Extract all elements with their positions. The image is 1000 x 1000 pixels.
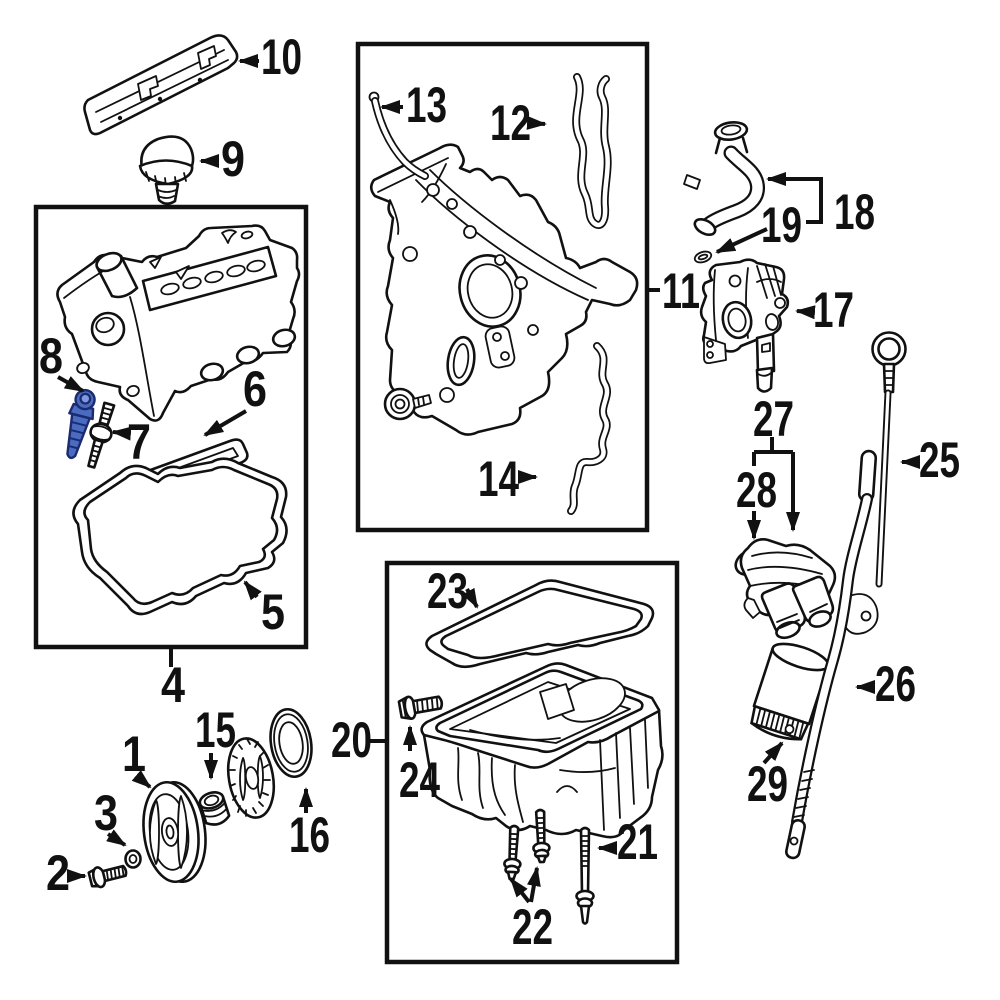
callout-12: 12: [490, 95, 531, 151]
crank-pulley-art: [142, 780, 207, 884]
callout-8: 8: [39, 328, 63, 384]
highlighted-part-8-art: [66, 388, 96, 460]
callout-14: 14: [478, 451, 519, 507]
callout-21: 21: [617, 814, 658, 870]
pan-bolt-art: [397, 695, 444, 721]
oil-pan-gasket-art: [425, 579, 655, 669]
callout-18: 18: [834, 184, 875, 240]
callout-2: 2: [46, 845, 70, 901]
callout-13: 13: [406, 77, 447, 133]
callout-10: 10: [261, 29, 302, 85]
group-box-timing-cover: [355, 41, 650, 533]
callout-1: 1: [122, 726, 146, 782]
callout-4: 4: [161, 657, 185, 713]
callout-17: 17: [813, 282, 854, 338]
dipstick-art: [871, 331, 907, 588]
callout-24: 24: [399, 752, 440, 808]
callout-27: 27: [753, 391, 794, 447]
callout-11: 11: [662, 263, 700, 319]
callout-labels: 1 2 3 4 5 6 7 8 9 10 11 12 13 14 15 16 1…: [39, 29, 960, 955]
callout-3: 3: [94, 785, 118, 841]
callout-20: 20: [331, 712, 372, 768]
group-box-valve-cover: [33, 204, 309, 650]
valve-cover-art: [56, 224, 301, 422]
callout-28: 28: [736, 462, 777, 518]
washer-art: [124, 849, 142, 869]
callout-5: 5: [261, 584, 285, 640]
side-gasket-art: [572, 73, 612, 229]
timing-cover-art: [369, 143, 639, 436]
oil-filler-tube-art: [683, 120, 765, 237]
group-box-oil-pan: [384, 560, 680, 965]
dipstick-tube-art: [784, 449, 879, 860]
filler-tube-oring-art: [693, 250, 713, 264]
callout-25: 25: [919, 432, 960, 488]
callout-29: 29: [747, 756, 788, 812]
callout-6: 6: [243, 361, 267, 417]
pulley-bolt-art: [87, 864, 128, 889]
oil-pump-housing-art: [699, 258, 790, 393]
oil-filler-cap-art: [138, 135, 195, 206]
callout-23: 23: [427, 563, 468, 619]
callout-leads: [169, 172, 823, 743]
oil-filter-adapter-art: [739, 538, 837, 640]
callout-9: 9: [221, 131, 245, 187]
callout-arrows: [57, 54, 920, 904]
oil-filter-art: [750, 642, 830, 741]
timing-gear-art: [226, 737, 276, 819]
callout-19: 19: [761, 197, 802, 253]
oil-pan-art: [420, 662, 664, 839]
stud-part-7-art: [87, 401, 116, 469]
lower-gasket-art: [567, 342, 611, 515]
valve-cover-baffle-art: [83, 34, 239, 136]
idler-roller-art: [198, 791, 231, 826]
upper-seal-art: [368, 91, 429, 180]
callout-16: 16: [289, 807, 330, 863]
callout-26: 26: [875, 656, 916, 712]
callout-15: 15: [195, 702, 236, 758]
crank-seal-art: [269, 707, 313, 779]
long-stud-art: [575, 826, 595, 925]
callout-22: 22: [512, 899, 553, 955]
valve-cover-gasket-art: [72, 457, 288, 616]
callout-7: 7: [127, 414, 151, 470]
